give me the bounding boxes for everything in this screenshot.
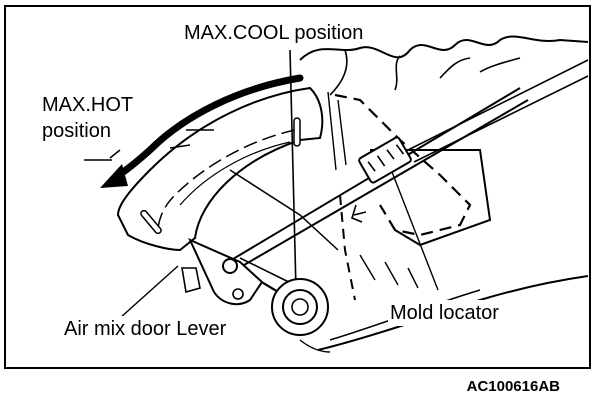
case-tab-left (109, 129, 214, 159)
lever-pin (222, 258, 238, 274)
housing-upper-detail (329, 49, 521, 96)
case-rib-lines (299, 254, 419, 353)
mold-locator-teeth (367, 144, 405, 172)
leader-mold-locator (391, 171, 439, 291)
reference-code: AC100616AB (466, 378, 560, 395)
label-max-hot-line1: MAX.HOT (42, 94, 134, 116)
frame-border (4, 5, 591, 369)
label-max-cool: MAX.COOL position (184, 22, 364, 44)
actuator-rod-d (413, 75, 589, 163)
guide-pin-lower (140, 209, 162, 235)
housing-vertical-lines (327, 91, 347, 171)
actuator-rod-b (231, 99, 529, 273)
door-hidden-left (229, 169, 339, 251)
case-clip (351, 204, 367, 223)
pivot-inner (291, 298, 309, 316)
lever-hole (232, 288, 244, 300)
case-right-body (370, 149, 492, 247)
curved-arrow-icon (100, 164, 128, 188)
label-max-hot: MAX.HOT position (42, 92, 133, 144)
guide-pin-upper (293, 117, 301, 147)
max-cool-pointer (289, 49, 297, 291)
housing-upper-outline (299, 35, 589, 61)
guide-slot (157, 129, 296, 229)
leader-air-mix-lever (119, 265, 179, 319)
lever-bracket (181, 267, 201, 294)
label-max-hot-line2: position (42, 120, 111, 142)
label-mold-locator: Mold locator (388, 300, 501, 326)
guide-slot-inner (179, 141, 291, 206)
door-hidden-lower (339, 194, 356, 301)
actuator-rod-c (407, 59, 589, 151)
label-air-mix-lever: Air mix door Lever (62, 316, 229, 342)
air-mix-door-hidden (334, 93, 472, 237)
